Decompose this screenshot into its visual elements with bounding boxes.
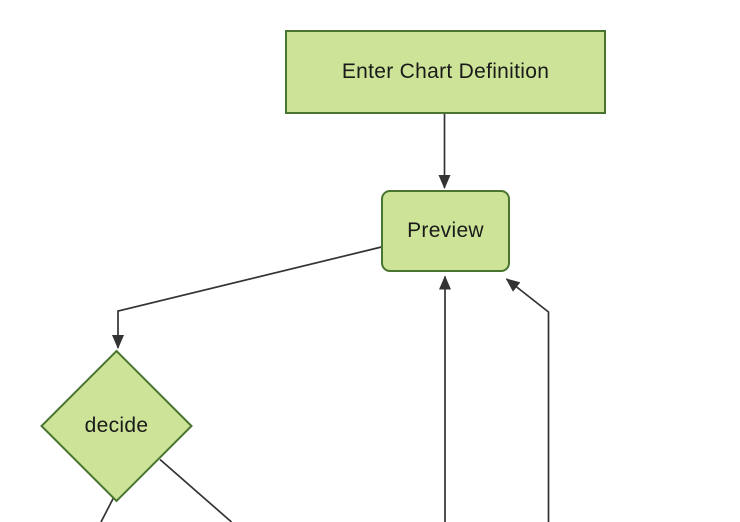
edge-preview-to-decide — [112, 246, 382, 349]
node-preview-label: Preview — [407, 219, 484, 242]
node-decide: decide — [46, 412, 187, 440]
node-decide-label: decide — [84, 414, 149, 437]
node-enter-chart-definition-label: Enter Chart Definition — [341, 60, 550, 83]
node-preview: Preview — [381, 190, 510, 272]
node-enter-chart-definition: Enter Chart Definition — [285, 30, 606, 114]
edge-bottomright-to-preview — [505, 278, 550, 522]
edge-decide-to-offscreen-right — [159, 458, 233, 522]
decide-diamond-shape — [40, 349, 193, 503]
